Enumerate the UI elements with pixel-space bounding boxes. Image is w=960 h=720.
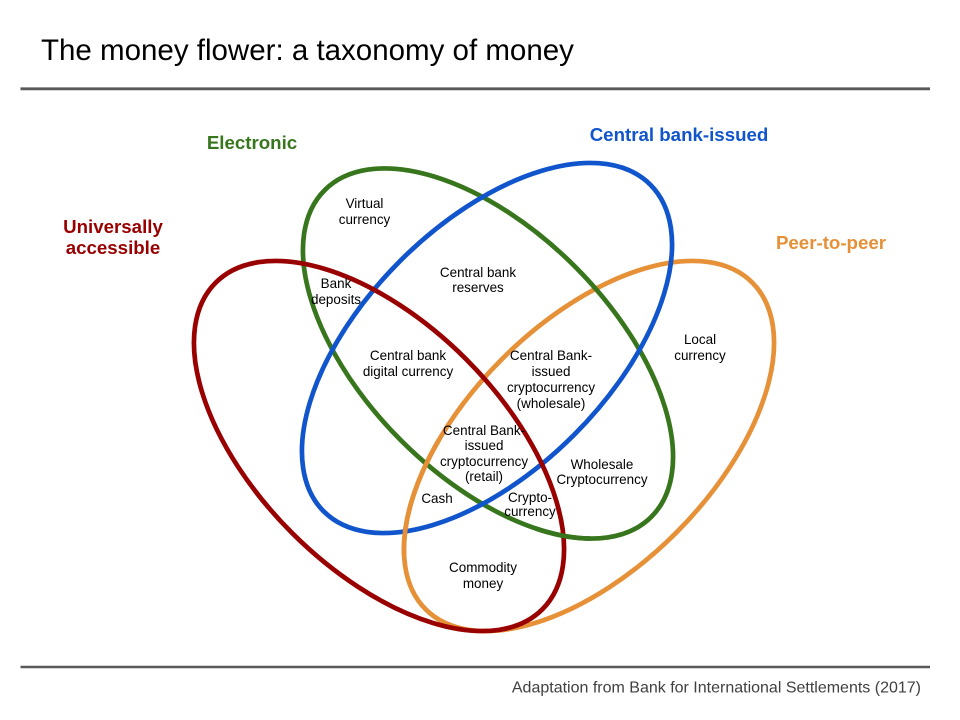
svg-text:Bank: Bank <box>321 276 352 291</box>
svg-text:Wholesale: Wholesale <box>571 457 634 472</box>
svg-text:cryptocurrency: cryptocurrency <box>440 454 528 469</box>
svg-text:digital currency: digital currency <box>363 364 454 379</box>
svg-text:Virtual: Virtual <box>346 196 384 211</box>
svg-text:issued: issued <box>532 364 571 379</box>
svg-text:currency: currency <box>504 504 556 519</box>
svg-text:Central Bank-: Central Bank- <box>443 423 525 438</box>
svg-text:Crypto-: Crypto- <box>508 490 552 505</box>
svg-text:issued: issued <box>465 438 504 453</box>
svg-text:Central bank: Central bank <box>440 265 516 280</box>
svg-text:currency: currency <box>339 212 391 227</box>
svg-text:Cryptocurrency: Cryptocurrency <box>556 472 647 487</box>
svg-text:Peer-to-peer: Peer-to-peer <box>776 232 886 253</box>
svg-text:Cash: Cash <box>421 491 452 506</box>
svg-text:Local: Local <box>684 332 716 347</box>
svg-text:(wholesale): (wholesale) <box>517 396 586 411</box>
svg-text:cryptocurrency: cryptocurrency <box>507 380 595 395</box>
svg-text:deposits: deposits <box>311 292 361 307</box>
svg-text:The money flower: a taxonomy o: The money flower: a taxonomy of money <box>41 34 574 67</box>
svg-text:Central Bank-: Central Bank- <box>510 348 592 363</box>
svg-text:Central bank: Central bank <box>370 348 446 363</box>
svg-text:reserves: reserves <box>452 280 504 295</box>
svg-text:(retail): (retail) <box>465 469 503 484</box>
svg-text:Commodity: Commodity <box>449 560 517 575</box>
svg-text:money: money <box>463 576 504 591</box>
svg-text:Adaptation from Bank for Inter: Adaptation from Bank for International S… <box>512 680 921 697</box>
svg-text:accessible: accessible <box>66 237 161 258</box>
svg-text:Electronic: Electronic <box>207 132 297 153</box>
svg-text:Universally: Universally <box>63 216 163 237</box>
svg-text:currency: currency <box>674 348 726 363</box>
svg-text:Central bank-issued: Central bank-issued <box>590 124 769 145</box>
